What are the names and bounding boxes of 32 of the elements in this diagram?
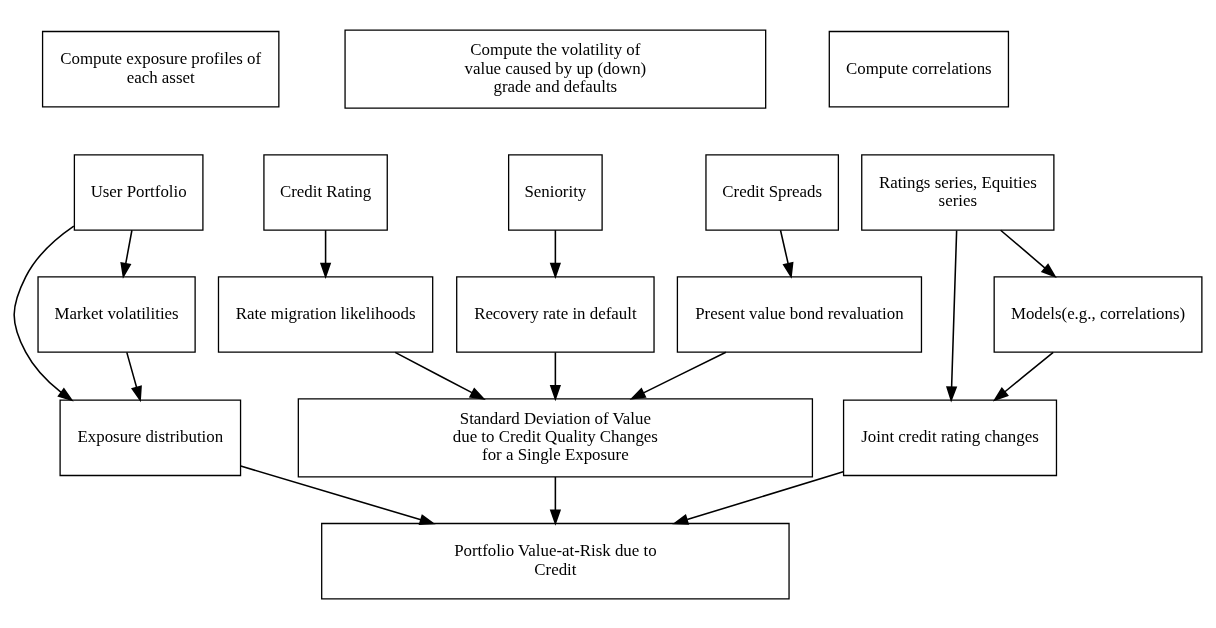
node-box: Exposure distribution <box>59 399 242 476</box>
arrow <box>549 475 561 526</box>
node-box: Joint credit rating changes <box>842 399 1058 476</box>
node-box: Portfolio Value-at-Risk due to Credit <box>321 522 790 599</box>
node-box: Rate migration likelihoods <box>217 275 434 353</box>
node-box: Recovery rate in default <box>456 275 655 353</box>
node-box: Compute correlations <box>828 30 1010 107</box>
arrow <box>120 228 133 279</box>
arrow <box>672 470 844 525</box>
arrow <box>319 228 332 279</box>
node-box: Models(e.g., correlations) <box>993 275 1203 353</box>
arrow <box>549 228 561 279</box>
arrow <box>394 351 486 400</box>
node-box: Compute the volatility of value caused by up (down) grade and defaults <box>344 29 767 109</box>
node-box: Standard Deviation of Value due to Credit Quality Changes for a Single Exposure <box>297 397 814 477</box>
node-box: Credit Spreads <box>705 153 840 231</box>
arrow <box>946 229 958 402</box>
arrow <box>549 351 561 401</box>
arrow <box>992 351 1054 402</box>
node-box: Compute exposure profiles of each asset <box>41 30 280 107</box>
arrow <box>239 464 436 525</box>
node-box: Credit Rating <box>263 153 388 231</box>
node-box: Present value bond revaluation <box>676 275 923 353</box>
arrow <box>999 228 1057 278</box>
arrow <box>779 228 794 279</box>
node-box: Market volatilities <box>37 275 196 353</box>
arrow <box>13 224 75 402</box>
arrow <box>126 351 142 402</box>
node-box: Ratings series, Equities series <box>861 153 1055 231</box>
arrow <box>629 350 727 400</box>
node-box: User Portfolio <box>73 153 204 231</box>
node-box: Seniority <box>508 153 603 231</box>
